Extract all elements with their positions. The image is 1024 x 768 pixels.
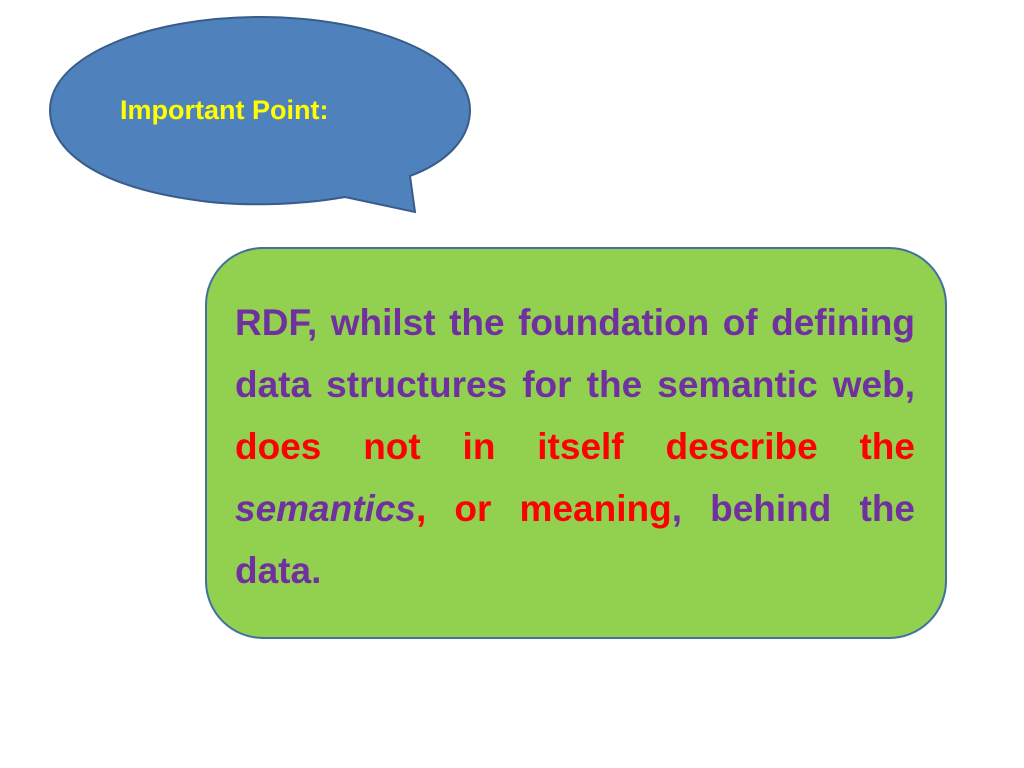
text-segment: RDF, whilst the foundation of defining d… — [235, 302, 915, 405]
speech-bubble-shape — [48, 15, 472, 214]
text-segment-italic: semantics — [235, 488, 416, 529]
content-text: RDF, whilst the foundation of defining d… — [235, 292, 915, 602]
text-segment: , behind the data. — [235, 488, 915, 591]
callout-label: Important Point: — [120, 95, 329, 125]
content-box — [205, 247, 947, 639]
text-segment-highlight: does not in itself describe the — [235, 426, 915, 467]
text-segment-highlight: , or meaning — [416, 488, 672, 529]
